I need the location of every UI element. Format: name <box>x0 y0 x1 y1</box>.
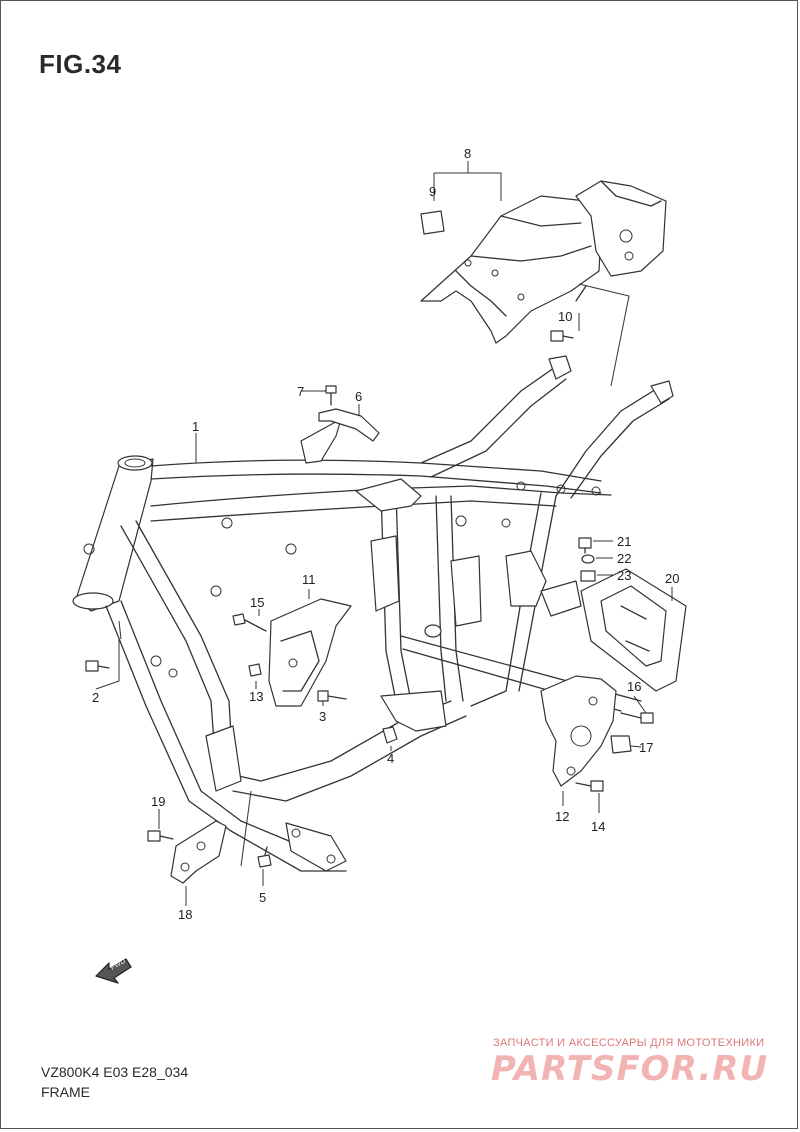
callout-22: 22 <box>617 551 631 566</box>
label-plate-part[interactable] <box>420 210 445 235</box>
model-code: VZ800K4 E03 E28_034 <box>41 1064 189 1080</box>
callout-10: 10 <box>558 309 572 324</box>
damper-part-17[interactable] <box>610 735 632 754</box>
callout-3: 3 <box>319 709 326 724</box>
engine-mount-plate-part-20[interactable] <box>580 568 687 692</box>
callout-7: 7 <box>297 384 304 399</box>
callout-16: 16 <box>627 679 641 694</box>
bolt-part-19[interactable] <box>147 830 174 842</box>
bolt-part-14[interactable] <box>575 780 604 792</box>
bracket-part-18[interactable] <box>170 820 227 884</box>
figure-name: FRAME <box>41 1084 90 1100</box>
callout-labels: 1 2 3 4 5 6 7 8 9 10 11 12 13 14 15 16 1… <box>92 146 679 922</box>
bolt-part-7[interactable] <box>325 385 337 406</box>
bolt-part-10[interactable] <box>550 330 574 342</box>
bracket-part-6[interactable] <box>318 408 380 442</box>
callout-11: 11 <box>302 572 316 587</box>
nut-part-4[interactable] <box>382 726 398 744</box>
bolt-part-2[interactable] <box>85 660 110 672</box>
watermark-tagline: ЗАПЧАСТИ И АКСЕССУАРЫ ДЛЯ МОТОТЕХНИКИ <box>493 1037 765 1049</box>
bolt-part-21[interactable] <box>578 537 592 554</box>
cover-part-11[interactable] <box>268 598 352 707</box>
callout-18: 18 <box>178 907 192 922</box>
bracket-part-12[interactable] <box>540 675 617 787</box>
rear-fender-part[interactable] <box>420 180 667 344</box>
figure-title: FIG.34 <box>39 49 122 79</box>
fwd-arrow-icon: FWD <box>95 958 132 984</box>
callout-19: 19 <box>151 794 165 809</box>
callout-4: 4 <box>387 751 394 766</box>
callout-1: 1 <box>192 419 199 434</box>
bolt-part-3[interactable] <box>317 690 347 702</box>
callout-23: 23 <box>617 568 631 583</box>
watermark-logo: PARTSFOR.RU <box>491 1049 769 1089</box>
bolt-part-15[interactable] <box>232 613 267 632</box>
collar-part-22[interactable] <box>581 554 595 564</box>
callout-9: 9 <box>429 184 436 199</box>
callout-12: 12 <box>555 809 569 824</box>
callout-8: 8 <box>464 146 471 161</box>
bolt-part-5[interactable] <box>257 846 272 868</box>
callout-6: 6 <box>355 389 362 404</box>
callout-15: 15 <box>250 595 264 610</box>
leader-lines <box>95 161 673 906</box>
callout-5: 5 <box>259 890 266 905</box>
callout-2: 2 <box>92 690 99 705</box>
bolt-part-16[interactable] <box>620 712 654 724</box>
bush-part-23[interactable] <box>580 570 596 582</box>
bolt-part-13[interactable] <box>248 663 262 677</box>
callout-14: 14 <box>591 819 605 834</box>
callout-21: 21 <box>617 534 631 549</box>
main-frame-part[interactable] <box>72 355 674 872</box>
callout-20: 20 <box>665 571 679 586</box>
callout-13: 13 <box>249 689 263 704</box>
callout-17: 17 <box>639 740 653 755</box>
